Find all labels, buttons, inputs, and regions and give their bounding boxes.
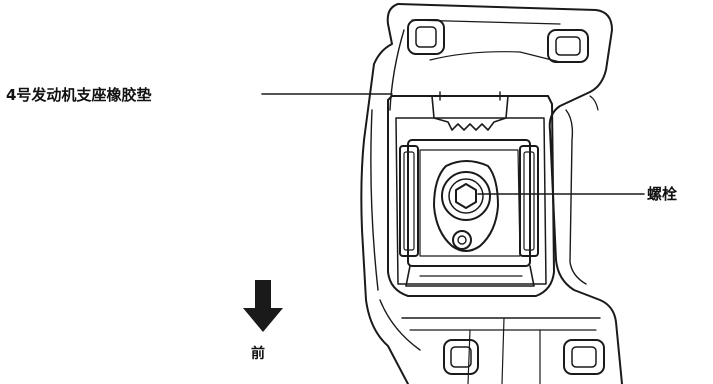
- mounting-holes: [407, 19, 605, 375]
- front-direction-arrow-icon: [243, 280, 283, 332]
- mount-insulator-label: 4号发动机支座橡胶垫: [6, 86, 152, 104]
- center-plate: [407, 139, 531, 267]
- bolt-label: 螺栓: [647, 185, 678, 203]
- bolt-assembly: [433, 160, 499, 252]
- front-label: 前: [251, 346, 265, 362]
- rubber-insulator: [387, 91, 555, 297]
- mount-hole-bottom-left: [443, 339, 479, 375]
- mount-hole-top-right: [547, 29, 589, 63]
- mount-hole-bottom-right: [563, 339, 605, 375]
- bolt-head: [455, 183, 477, 209]
- mount-hole-top-left: [407, 19, 445, 55]
